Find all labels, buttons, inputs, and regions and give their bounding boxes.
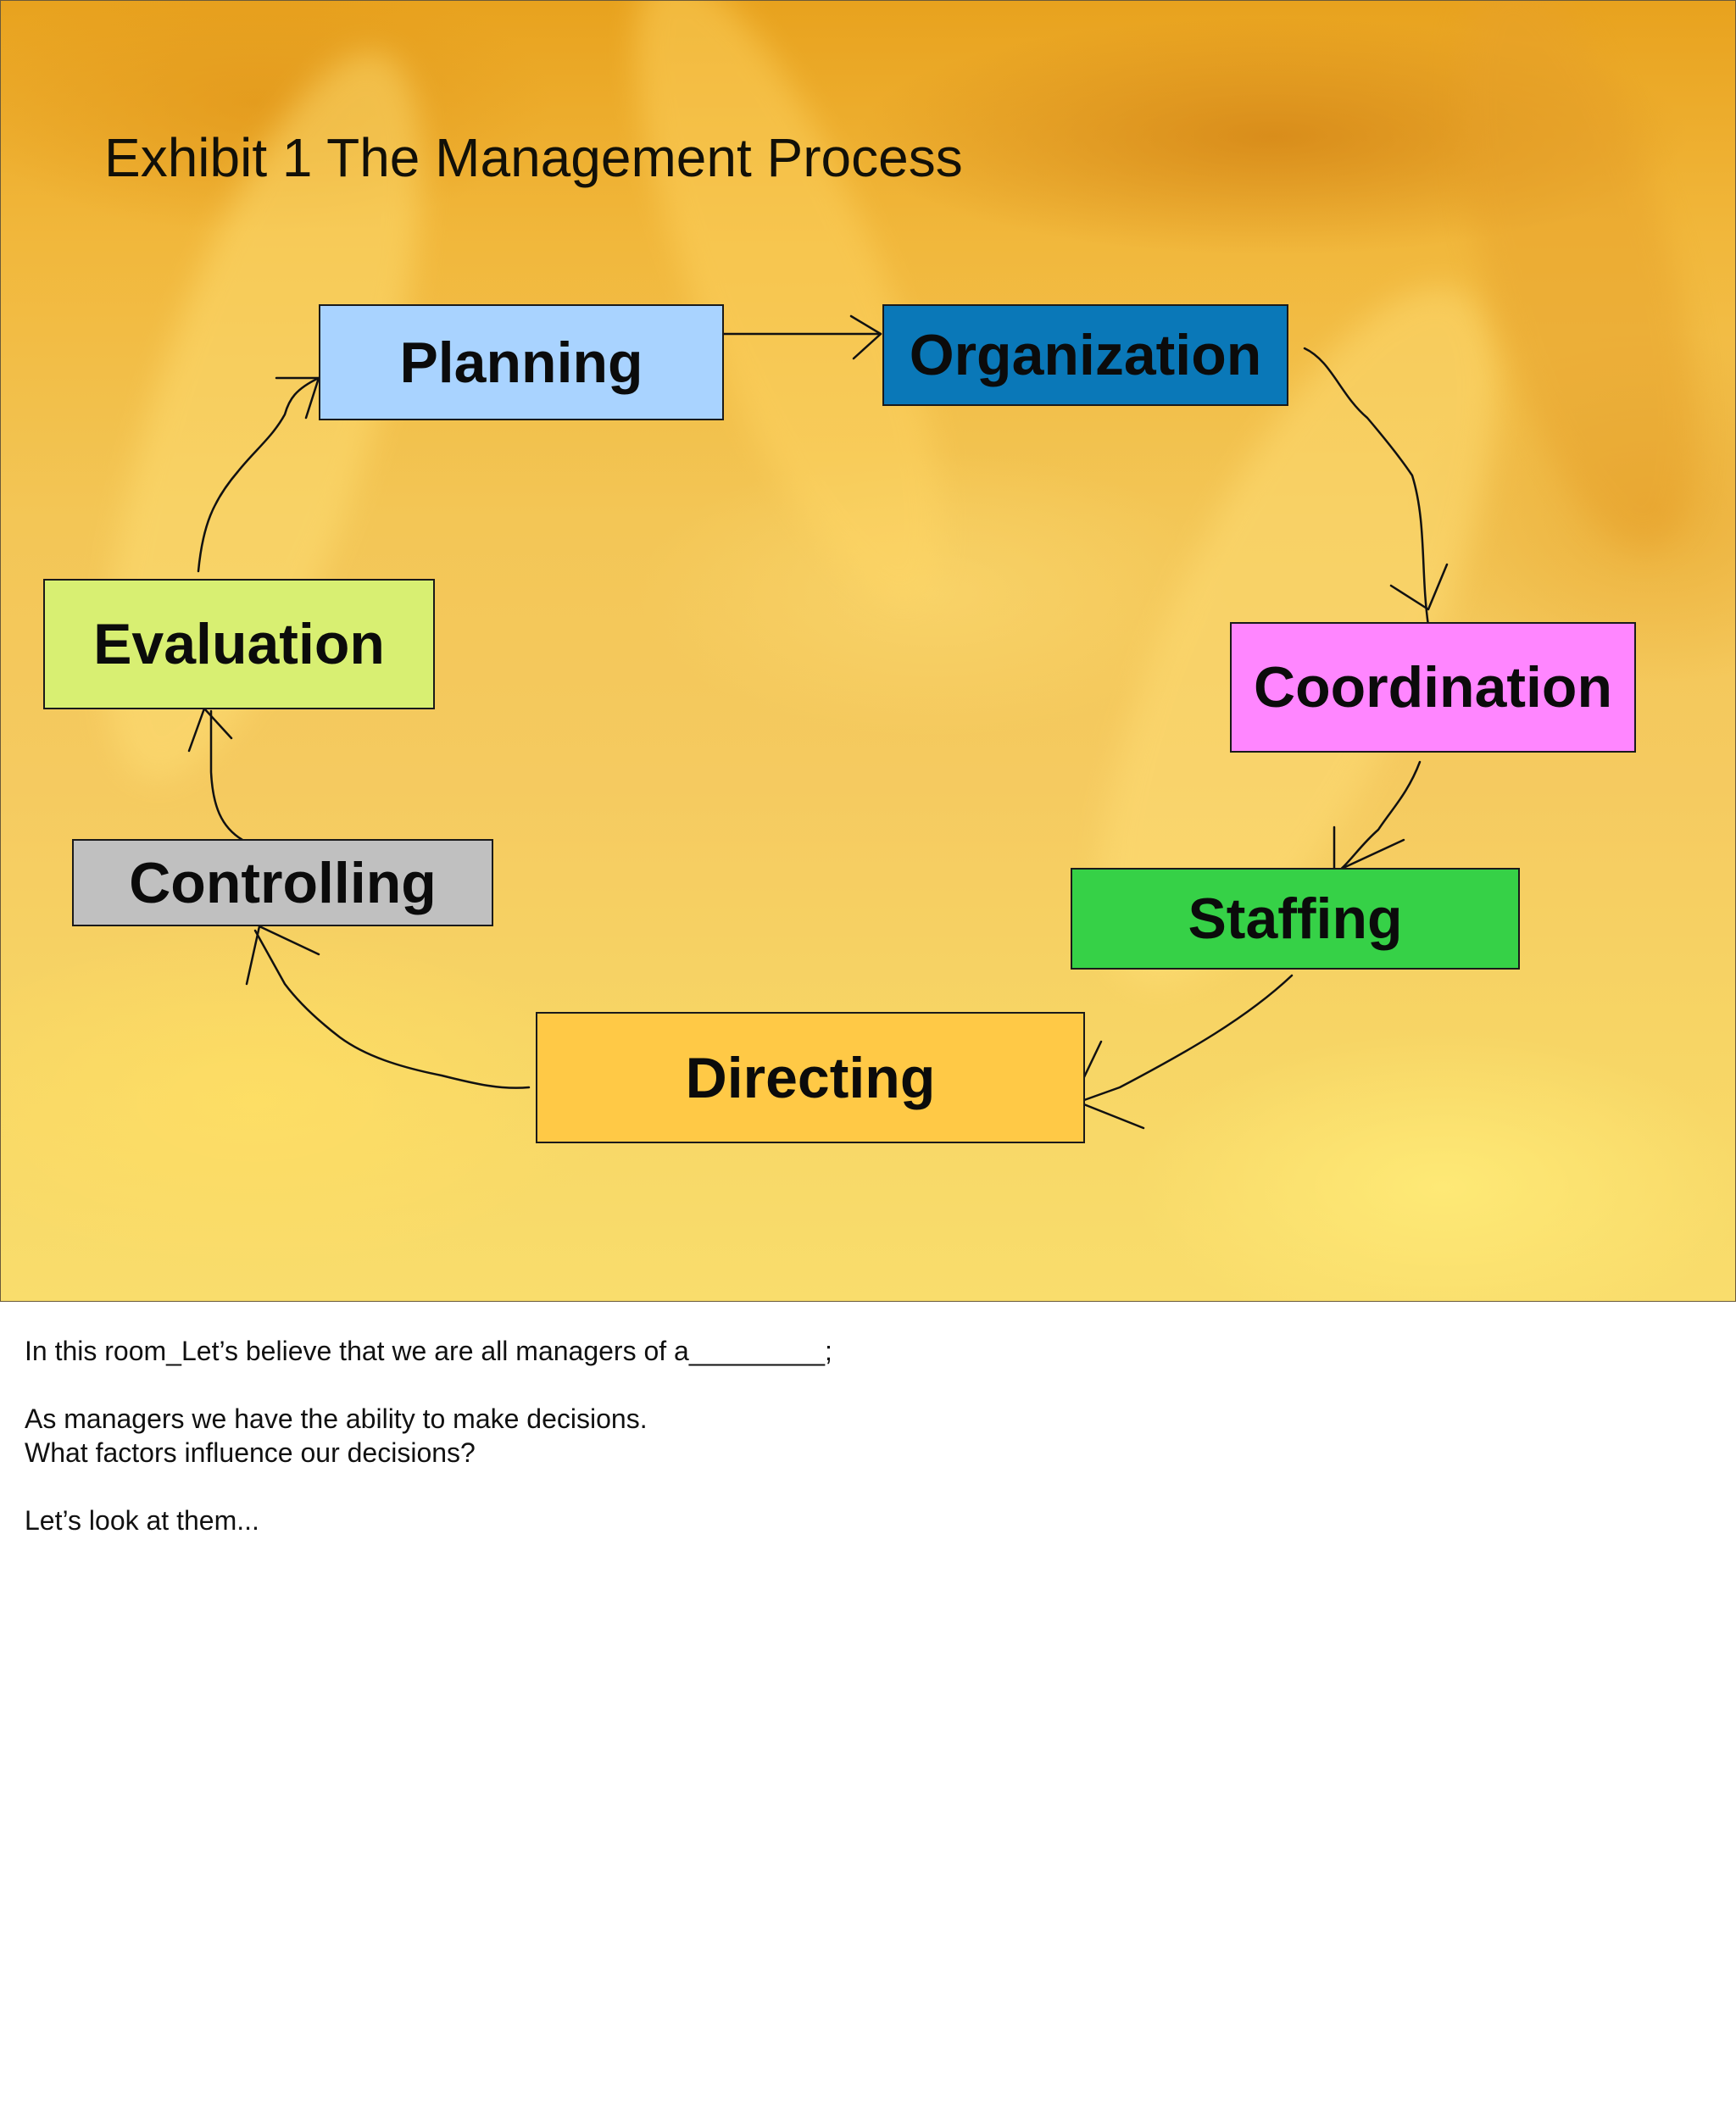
arrow-controlling-to-evaluation — [209, 709, 244, 842]
notes-line: What factors influence our decisions? — [25, 1437, 476, 1468]
node-controlling-label: Controlling — [129, 850, 437, 915]
arrow-directing-to-controlling — [253, 929, 531, 1089]
node-planning: Planning — [319, 304, 724, 420]
node-controlling: Controlling — [72, 839, 493, 926]
arrowhead-coordination — [1389, 563, 1449, 611]
node-evaluation: Evaluation — [43, 579, 435, 709]
arrowhead-organization — [849, 314, 882, 360]
arrow-coordination-to-staffing — [1330, 760, 1422, 878]
cycle-arrows — [187, 314, 1449, 1130]
notes-line: Let’s look at them... — [25, 1505, 259, 1536]
node-coordination: Coordination — [1230, 622, 1636, 753]
node-coordination-label: Coordination — [1253, 655, 1613, 720]
node-organization-label: Organization — [909, 323, 1262, 387]
notes-line: As managers we have the ability to make … — [25, 1403, 648, 1434]
notes-spacer — [25, 1368, 1703, 1402]
notes-spacer — [25, 1470, 1703, 1503]
speaker-notes: In this room_Let’s believe that we are a… — [25, 1334, 1703, 1537]
node-staffing: Staffing — [1071, 868, 1520, 970]
node-organization: Organization — [882, 304, 1288, 406]
arrow-staffing-to-directing — [1082, 974, 1294, 1102]
arrowhead-planning — [275, 376, 320, 420]
node-staffing-label: Staffing — [1188, 886, 1403, 951]
node-directing-label: Directing — [685, 1045, 936, 1110]
slide-title: Exhibit 1 The Management Process — [104, 127, 963, 188]
notes-line: In this room_Let’s believe that we are a… — [25, 1336, 832, 1366]
slide: Exhibit 1 The Management Process — [0, 0, 1736, 1302]
arrow-evaluation-to-planning — [197, 376, 320, 573]
arrow-organization-to-coordination — [1303, 347, 1430, 627]
node-evaluation-label: Evaluation — [93, 612, 385, 676]
node-planning-label: Planning — [399, 330, 643, 395]
node-directing: Directing — [536, 1012, 1085, 1143]
arrowhead-controlling — [245, 925, 320, 986]
